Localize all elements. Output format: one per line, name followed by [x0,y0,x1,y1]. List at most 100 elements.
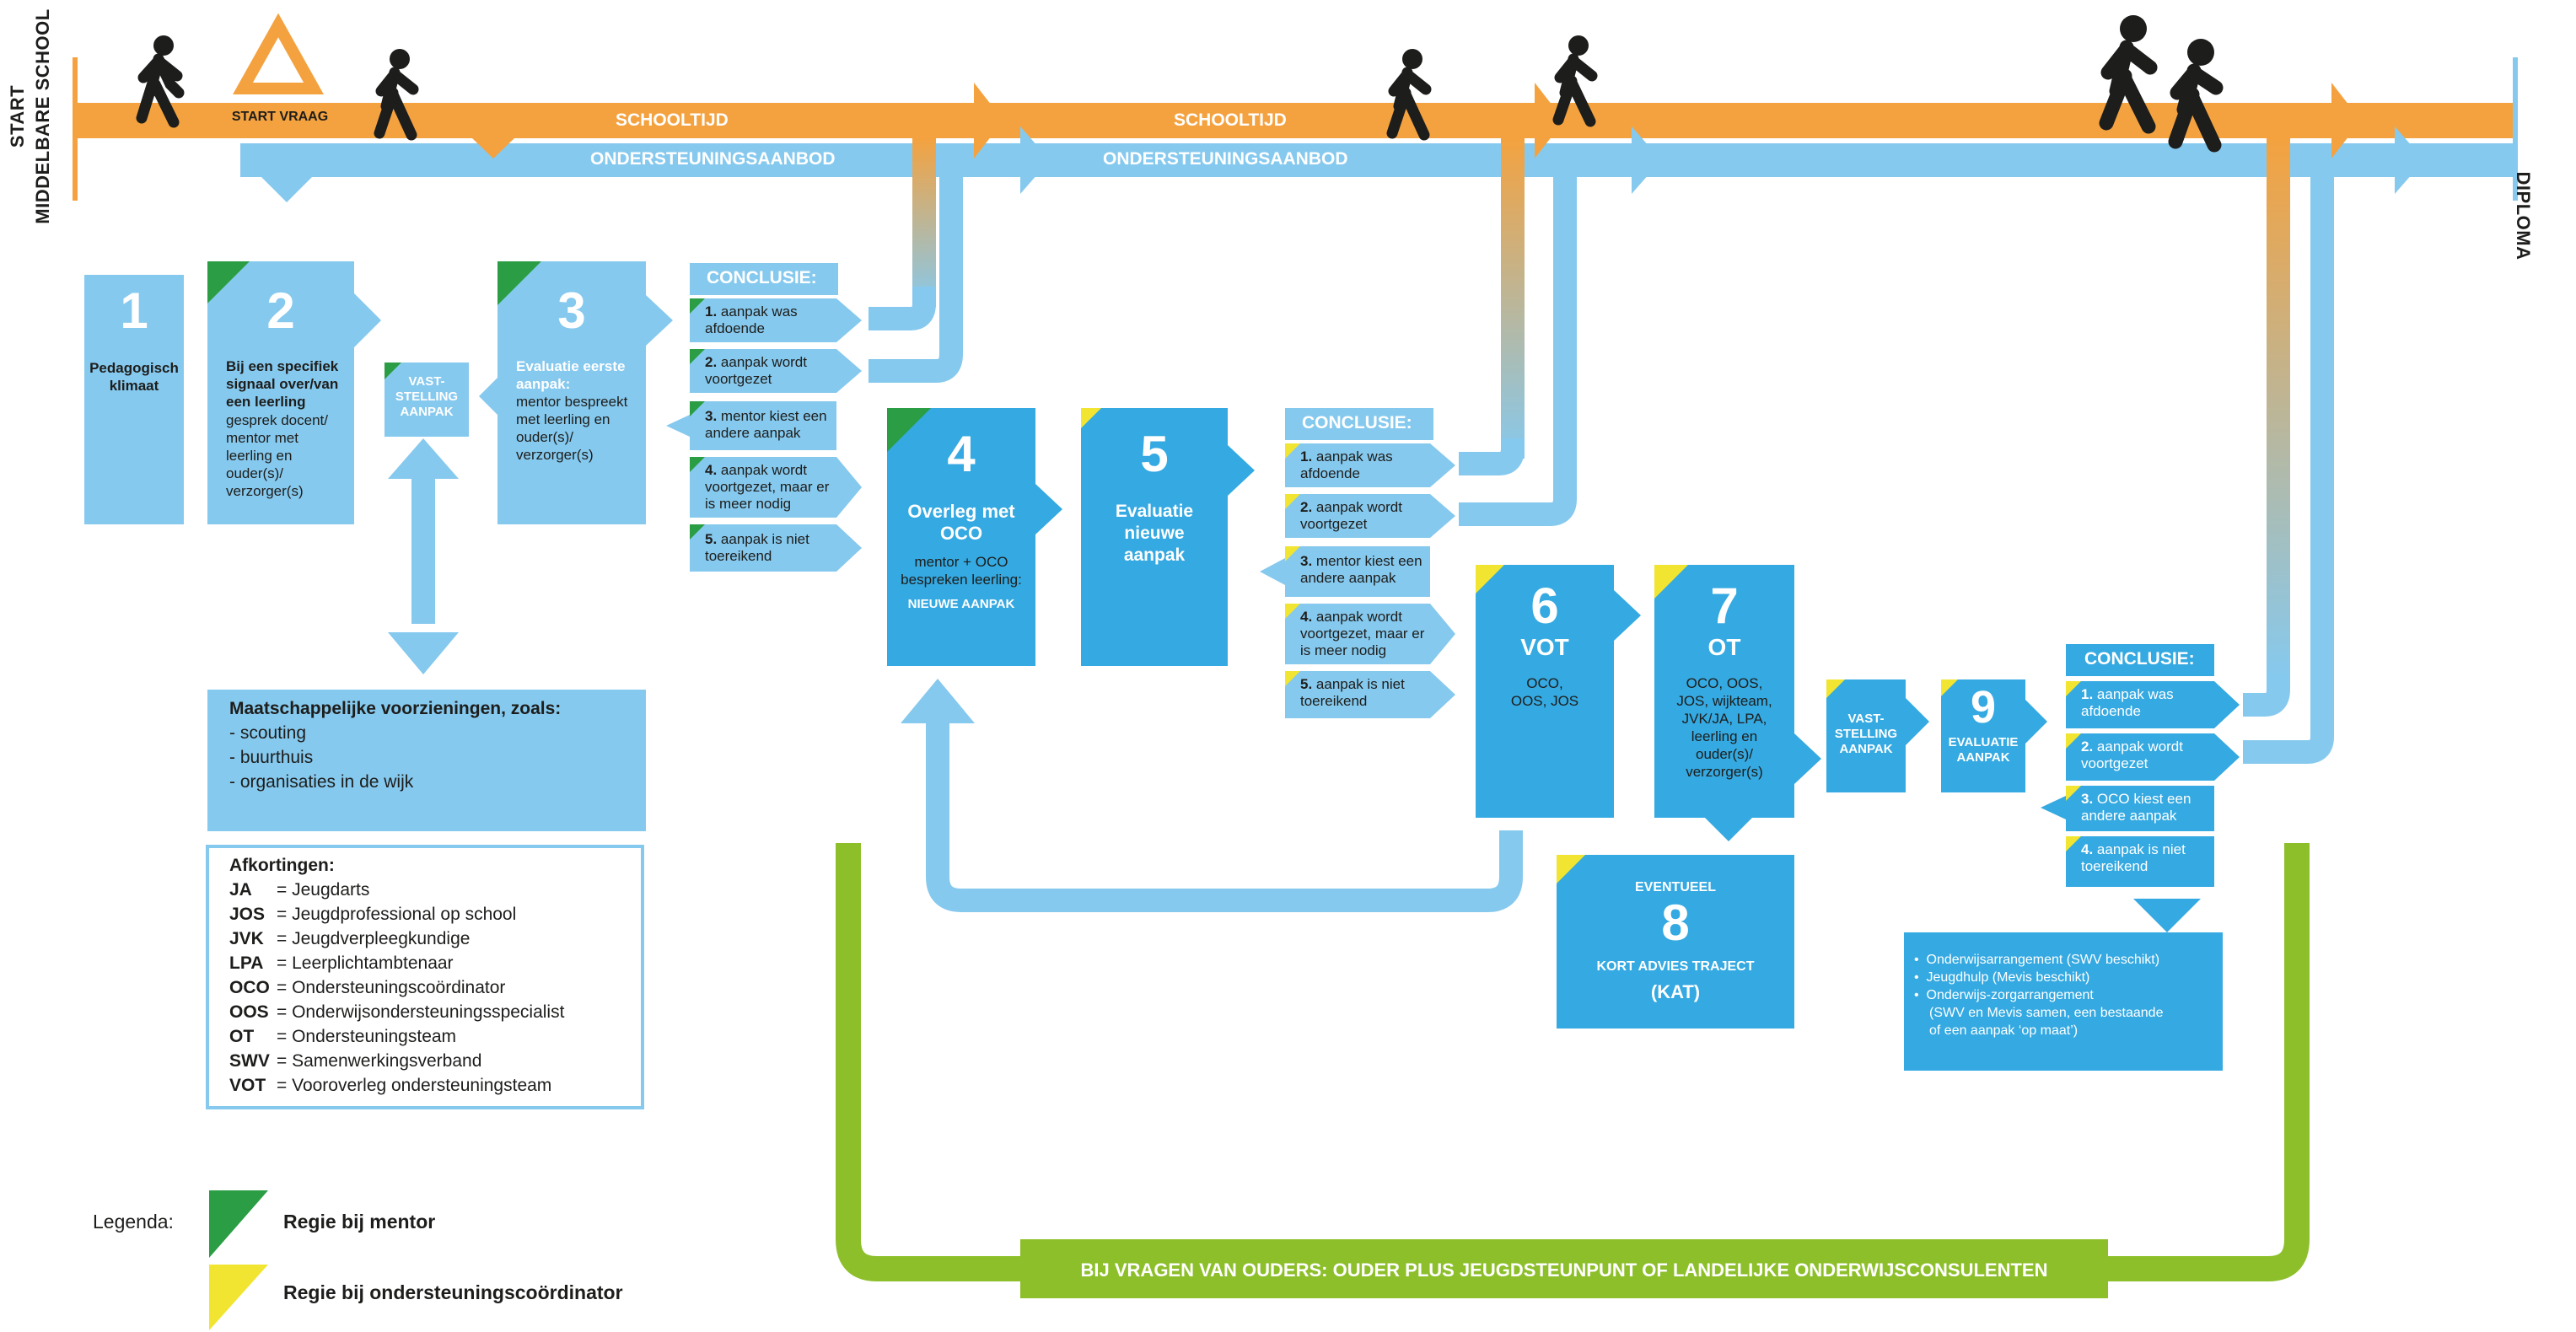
item-number: 3. [705,408,718,424]
conclusion-2-item [1285,604,1455,664]
oco-regie-flag [1941,679,1958,696]
item-number: 1. [705,303,718,320]
step-2: 2 Bij een specifiek signaal over/van een… [207,261,354,524]
step-3-bold: Evaluatie eerste aanpak: [516,358,626,392]
band-chevron [1020,126,1050,194]
step-6-number: 6 [1530,577,1559,634]
oco-regie-flag [1285,546,1300,561]
step-1-number: 1 [120,282,148,339]
maatschappelijk-box [207,690,646,831]
return-connector [2243,674,2290,717]
afkortingen: Afkortingen: JA= Jeugdarts JOS= Jeugdpro… [229,853,634,1098]
step-6: 6 VOT OCO, OOS, JOS [1476,565,1614,818]
maatschappelijk-item: - scouting [229,723,307,743]
loop-back-arrow [926,717,1523,912]
band-chevron [1632,126,1661,194]
conclusion-2-item-4: 4. aanpak wordt voortgezet, maar er is m… [1300,609,1435,659]
abbr-row: LPA = Leerplichtambtenaar [229,951,634,975]
abbr-row: JA= Jeugdarts [229,878,634,902]
arrangements-box [1904,932,2223,1071]
walking-person-icon [2099,15,2158,134]
step-7-box [1654,565,1821,841]
oco-regie-flag [1826,679,1845,698]
ouder-band [1020,1239,2108,1298]
abbr-value: = Jeugdverpleegkundige [277,929,471,948]
conclusion-3-item-4: 4. aanpak is niet toereikend [2081,841,2216,875]
step-8-number: 8 [1661,894,1690,951]
arrangement-text: Jeugdhulp (Mevis beschikt) [1926,970,2090,985]
item-text: aanpak wordt voortgezet [1300,499,1402,532]
conclusion-2-header [1285,408,1433,440]
vaststelling-1-text: VAST-STELLING AANPAK [395,374,459,419]
arrangement-text: Onderwijsarrangement (SWV beschikt) [1926,953,2160,967]
step-5-text: Evaluatie nieuwe aanpak [1115,502,1194,565]
conclusion-3-item [2066,681,2240,728]
abbr-key: OCO [229,978,270,997]
band-chevron [472,138,514,158]
step-8-pre: EVENTUEEL [1634,880,1716,894]
step-4-sub: NIEUWE AANPAK [907,597,1015,611]
step-1-box [84,275,184,524]
item-text: aanpak was afdoende [705,303,798,336]
mentor-regie-flag [690,298,705,314]
abbr-value: = Samenwerkingsverband [277,1051,482,1071]
maatschappelijk-title: Maatschappelijke voorzieningen, zoals: [229,699,562,718]
start-bar [73,57,78,201]
mentor-regie-flag [385,363,401,379]
conclusion-3-item [2066,836,2214,887]
conclusion-1-item [690,457,862,518]
conclusion-1-item [690,298,862,342]
item-number: 4. [2081,841,2094,857]
oco-regie-flag [1285,604,1300,619]
mentor-regie-flag [887,408,931,452]
abbr-key: JVK [229,929,264,948]
conclusion-3-item-3: 3. OCO kiest een andere aanpak [2081,791,2216,824]
conclusion-2-item [1285,494,1455,538]
abbr-value: = Leerplichtambtenaar [277,953,454,973]
arrangements-pointer [2133,899,2201,932]
abbr-key: LPA [229,953,264,973]
vaststelling-1: VAST-STELLING AANPAK [385,363,469,437]
arrangement-item: (SWV en Mevis samen, een bestaande [1929,1006,2164,1020]
return-connector [1459,177,1577,526]
legend-mentor: Regie bij mentor [283,1211,436,1233]
conclusion-1-item-3: 3. mentor kiest een andere aanpak [705,408,840,442]
abbr-row: SWV= Samenwerkingsverband [229,1049,634,1073]
legend-oco: Regie bij ondersteuningscoördinator [283,1281,623,1303]
maatschappelijk-item: - organisaties in de wijk [229,772,414,792]
step-6-title: VOT [1520,634,1569,660]
abbr-row: OOS= Onderwijsondersteuningsspecialist [229,1000,634,1024]
abbr-row: JVK = Jeugdverpleegkundige [229,926,634,951]
step-9: 9 EVALUATIE AANPAK [1941,679,2025,792]
arrangement-text: Onderwijs-zorgarrangement [1926,988,2094,1002]
abbr-key: OOS [229,1002,269,1022]
legend-label: Legenda: [93,1211,174,1233]
step-3-text: mentor bespreekt met leerling en ouder(s… [516,394,628,463]
loop-back-arrow-head [901,679,975,723]
arrangements: • Onderwijsarrangement (SWV beschikt) • … [1914,951,2218,1039]
step-7: 7 OT OCO, OOS, JOS, wijkteam, JVK/JA, LP… [1654,565,1794,818]
abbr-value: = Vooroverleg ondersteuningsteam [277,1076,552,1095]
step-6-text: OCO, OOS, JOS [1510,675,1579,709]
conclusion-2-item-3: 3. mentor kiest een andere aanpak [1300,553,1435,587]
band-chevron [2331,83,2361,158]
step-5-box [1081,408,1255,666]
step-1-text: Pedagogisch klimaat [89,360,179,394]
double-arrow-head [388,632,459,674]
conclusion-1-item-2: 2. aanpak wordt voortgezet [705,354,840,388]
diploma-label: DIPLOMA [2513,171,2534,260]
conclusion-2-item-5: 5. aanpak is niet toereikend [1300,676,1435,710]
arrangement-item: • Onderwijs-zorgarrangement [1914,988,2094,1002]
step-7-title: OT [1707,634,1741,660]
ouder-band-text: BIJ VRAGEN VAN OUDERS: OUDER PLUS JEUGDS… [1080,1259,2048,1281]
step-8-box [1557,855,1794,1029]
conclusion-3-item-2: 2. aanpak wordt voortgezet [2081,739,2216,772]
mentor-regie-flag [690,401,705,416]
start-label: START MIDDELBARE SCHOOL [7,0,62,243]
conclusion-2-item-1: 1. aanpak was afdoende [1300,448,1435,482]
item-text: mentor kiest een andere aanpak [1300,553,1422,586]
step-4-title: Overleg met OCO [907,501,1015,544]
conclusion-1-item [666,401,836,450]
step-4-number: 4 [947,426,976,482]
abbr-row: VOT= Vooroverleg ondersteuningsteam [229,1073,634,1098]
